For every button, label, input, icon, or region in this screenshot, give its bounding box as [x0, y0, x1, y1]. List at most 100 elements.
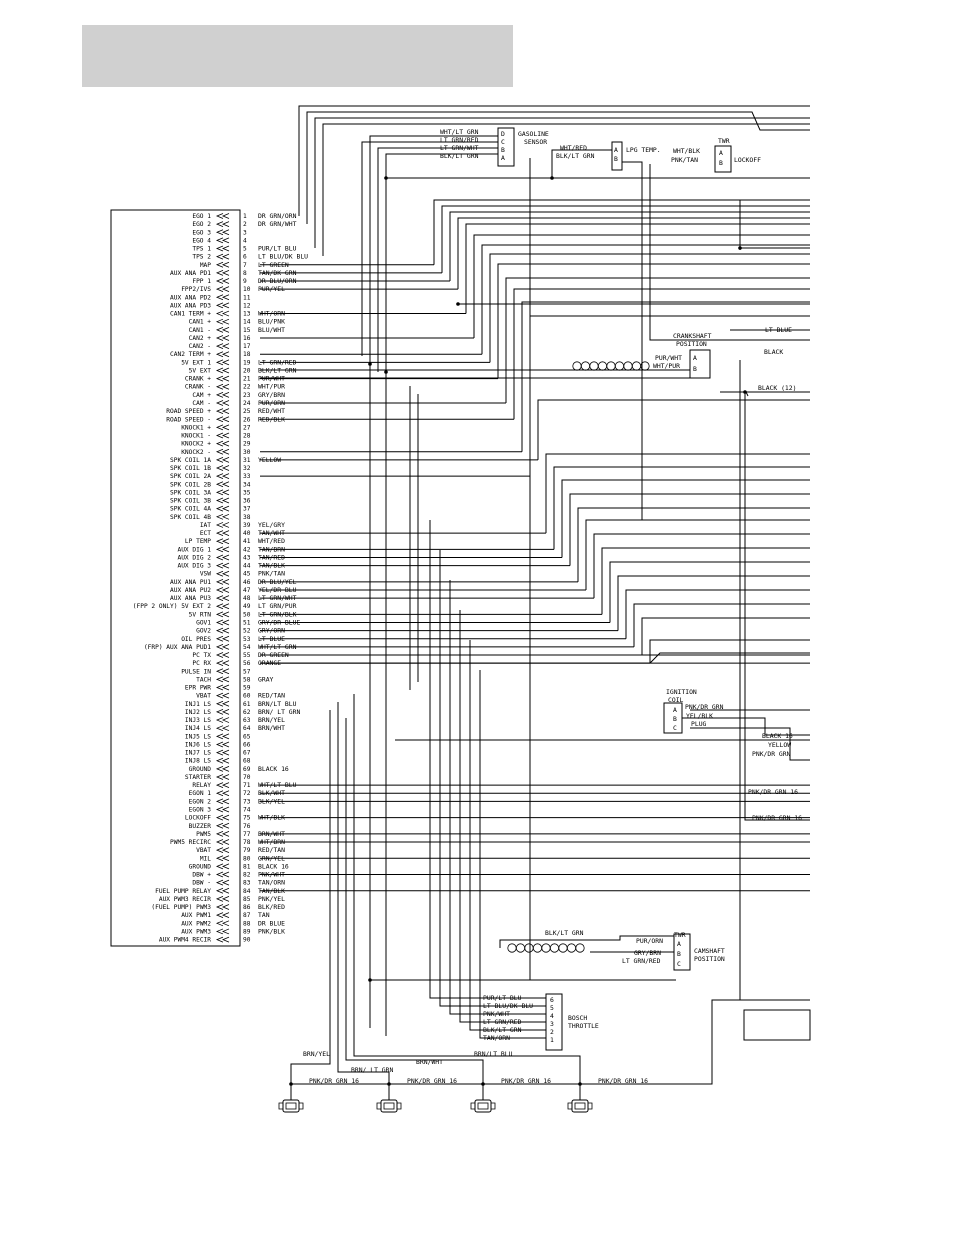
ecm-pin-wire-color: GRAY: [258, 675, 274, 683]
twisted-pair-coil: [549, 943, 560, 953]
splice-dot: [289, 1082, 293, 1086]
wire: [465, 223, 810, 314]
pin-terminal-chevron: [215, 879, 230, 886]
connector-wire-label: WHT/LT GRN: [440, 128, 479, 136]
ecm-pin-name: VBAT: [196, 693, 211, 700]
ecm-pin-number: 70: [243, 774, 251, 781]
pin-terminal-chevron: [215, 310, 230, 317]
ecm-pin-name: EGO 1: [192, 213, 211, 220]
ecm-pin-wire-color: PNK/WHT: [258, 871, 285, 879]
ecm-pin-number: 68: [243, 758, 251, 765]
ecm-pin-number: 7: [243, 262, 247, 269]
pin-terminal-chevron: [215, 595, 230, 601]
ecm-pin-wire-color: TAN/RED: [258, 553, 285, 561]
injector-power-label: PNK/DR GRN 16: [501, 1077, 551, 1085]
connector-wire-label: PUR/WHT: [655, 354, 682, 362]
wire: [306, 111, 810, 224]
connector-wire-label: PNK/DR GRN: [685, 703, 724, 711]
ecm-pin-name: 5V EXT: [189, 367, 212, 374]
connector-wire-label: WHT/RED: [560, 144, 587, 152]
connector-title: GASOLINE: [518, 130, 549, 138]
twisted-pair-coil: [566, 943, 577, 953]
ecm-pin-number: 25: [243, 408, 251, 415]
ecm-pin-name: GROUND: [189, 766, 212, 773]
ecm-pin-number: 79: [243, 847, 251, 854]
injector-nozzle: [470, 1102, 475, 1110]
ecm-pin-number: 48: [243, 595, 251, 602]
ecm-pin-number: 63: [243, 717, 251, 724]
wire: [601, 547, 810, 615]
ecm-pin-number: 47: [243, 587, 251, 594]
connector-wire-label: PNK/TAN: [671, 156, 698, 164]
ecm-pin-number: 74: [243, 806, 251, 813]
wire: [569, 493, 810, 566]
ecm-pin-wire-color: BRN/WHT: [258, 724, 285, 732]
twisted-pair-coil: [597, 361, 608, 371]
ecm-pin-name: SPK COIL 2A: [170, 473, 211, 480]
ecm-pin-wire-color: TAN/BRN: [258, 545, 285, 553]
connector-wire-label: WHT/PUR: [653, 362, 680, 370]
connector-wire-label: BLK/LT GRN: [483, 1026, 522, 1034]
ecm-pin-name: (FPP 2 ONLY) 5V EXT 2: [133, 603, 212, 610]
wire: [577, 507, 810, 582]
ecm-pin-number: 89: [243, 928, 251, 935]
ecm-pin-wire-color: YEL/DR BLU: [258, 586, 297, 594]
pin-terminal-chevron: [215, 359, 230, 366]
ecm-pin-number: 17: [243, 343, 251, 350]
ecm-pin-name: AUX DIG 1: [177, 546, 211, 553]
ecm-pin-wire-color: TAN/BLK: [258, 562, 285, 570]
fuel-injector: [474, 1099, 492, 1113]
connector-wire-label: YEL/BLK: [686, 712, 713, 720]
connector-pin-letter: A: [673, 706, 677, 714]
ecm-pin-name: KNOCK1 -: [181, 433, 211, 440]
wire: [641, 617, 810, 656]
injector-nozzle: [491, 1102, 496, 1110]
pin-terminal-chevron: [215, 408, 230, 414]
ecm-pin-wire-color: PUR/YEL: [258, 285, 285, 293]
wire: [337, 702, 390, 1100]
connector-title: LPG TEMP.: [626, 146, 661, 154]
ecm-pin-wire-color: BRN/WHT: [258, 830, 285, 838]
ecm-pin-wire-color: DR GRN/ORN: [258, 212, 297, 220]
ecm-pin-name: LP TEMP: [185, 538, 211, 545]
ecm-pin-name: INJ5 LS: [185, 733, 211, 740]
injector-feed-label: BRN/YEL: [303, 1050, 330, 1058]
ecm-pin-number: 2: [243, 221, 247, 228]
splice-dot: [368, 978, 372, 982]
wire: [561, 479, 810, 558]
ecm-pin-name: STARTER: [185, 774, 211, 781]
ecm-pin-wire-color: PNK/BLK: [258, 927, 285, 935]
connector-title: SENSOR: [524, 138, 547, 146]
ecm-pin-wire-color: LT GREEN: [258, 261, 289, 269]
twisted-pair-coil: [575, 943, 585, 953]
wire: [537, 399, 810, 460]
ecm-pin-wire-color: PNK/YEL: [258, 895, 285, 903]
wire: [479, 670, 548, 1039]
injector-body: [285, 1102, 297, 1110]
ecm-pin-name: EPR PWR: [185, 685, 211, 692]
wire: [449, 211, 810, 282]
pin-terminal-chevron: [215, 457, 230, 463]
ecm-pin-name: CRANK -: [185, 384, 211, 391]
pin-terminal-chevron: [215, 782, 230, 788]
pin-terminal-chevron: [215, 383, 230, 390]
pin-terminal-chevron: [215, 432, 230, 439]
ecm-pin-number: 53: [243, 636, 251, 643]
pin-terminal-chevron: [215, 245, 230, 252]
ecm-pin-name: SPK COIL 1B: [170, 465, 211, 472]
ecm-pin-name: GOV2: [196, 628, 211, 635]
pin-terminal-chevron: [215, 351, 230, 358]
wire: [433, 199, 810, 265]
pin-terminal-chevron: [215, 725, 230, 732]
pin-terminal-chevron: [215, 928, 230, 935]
pin-terminal-chevron: [215, 546, 230, 553]
pin-terminal-chevron: [215, 522, 230, 528]
wire-label: BLACK: [764, 348, 783, 356]
ecm-pin-wire-color: YELLOW: [258, 456, 281, 464]
ecm-pin-number: 52: [243, 628, 251, 635]
ecm-pin-wire-color: GRY/DR BLUE: [258, 619, 300, 627]
pin-terminal-chevron: [215, 644, 230, 650]
ecm-pin-name: INJ2 LS: [185, 709, 211, 716]
connector-pin-letter: 6: [550, 996, 554, 1004]
connector-pin-letter: C: [677, 960, 681, 968]
